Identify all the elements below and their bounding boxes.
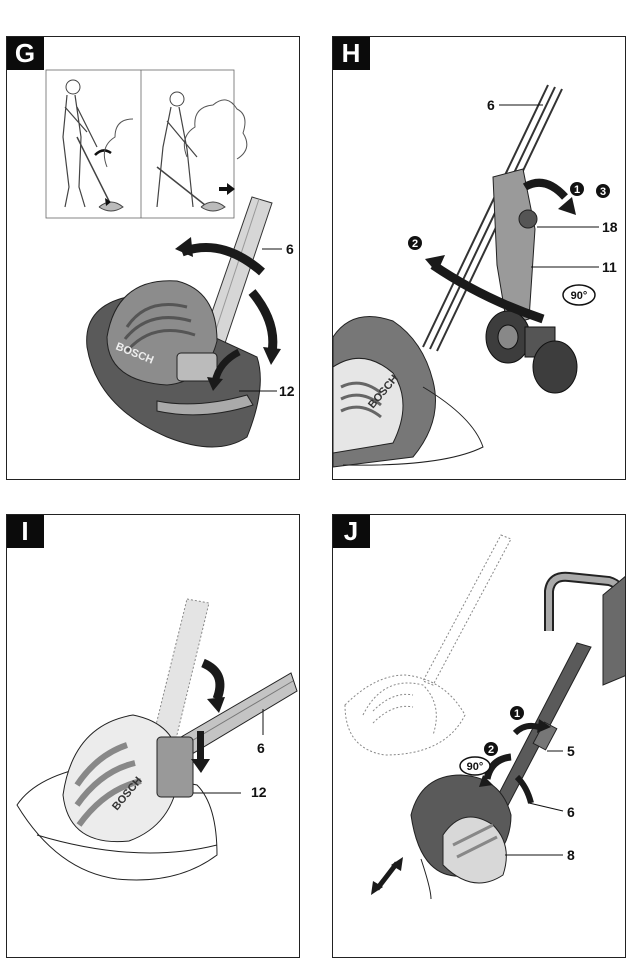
arrowhead-icon (207, 377, 223, 391)
illustration-h: BOSCH 1 3 2 90° 6 18 11 (333, 84, 618, 468)
rotate-arrow-icon (522, 178, 568, 200)
arrowhead-icon (425, 255, 445, 273)
arrowhead-icon (175, 237, 193, 257)
angle-badge (562, 284, 596, 306)
arrowhead-icon (207, 697, 225, 713)
arrowhead-icon (479, 775, 493, 787)
figure-panel-i: I BOSCH 6 12 (6, 514, 300, 958)
step-badge (510, 706, 524, 720)
arrowhead-icon (263, 347, 281, 365)
main-handle (544, 571, 625, 686)
illustration-i: BOSCH 6 12 (16, 598, 298, 881)
trimmer-housing (333, 316, 484, 468)
callout-label: 6 (286, 241, 294, 257)
step-number: 1 (514, 708, 520, 720)
trimmer-housing (16, 714, 218, 881)
figure-panel-h: H BOSCH (332, 36, 626, 480)
illustration-g: BOSCH 6 12 (45, 69, 295, 448)
panel-letter-j: J (333, 515, 370, 548)
step-badge (570, 182, 584, 196)
swing-arrow-icon (430, 261, 545, 324)
arrowhead-icon (558, 197, 576, 215)
slide-arrow-icon (375, 861, 399, 891)
step-number: 2 (412, 238, 418, 250)
press-arrow-icon (197, 731, 204, 761)
callout-label: 6 (257, 740, 265, 756)
step-number: 3 (600, 186, 606, 198)
leader-line (528, 802, 564, 812)
step-badge (484, 742, 498, 756)
auxiliary-handle (485, 168, 578, 394)
callout-label: 12 (279, 383, 295, 399)
angle-badge (459, 756, 491, 776)
arrowhead-icon (371, 857, 403, 895)
callout-label: 11 (602, 259, 617, 275)
callout-label: 18 (602, 219, 618, 235)
figure-panel-j: J (332, 514, 626, 958)
arrowhead-icon (537, 719, 551, 733)
rotate-arrow-icon (483, 753, 512, 780)
callout-label: 12 (251, 784, 267, 800)
panel-letter-i: I (7, 515, 44, 548)
shaft-tube (422, 84, 563, 352)
callout-label: 6 (567, 804, 575, 820)
panel-letter-g: G (7, 37, 44, 70)
swing-arrow-icon (201, 658, 225, 701)
ghost-trimmer-outline (344, 534, 512, 756)
callout-label: 6 (487, 97, 495, 113)
step-badge (596, 184, 610, 198)
step-number: 1 (574, 184, 580, 196)
figure-panel-g: G (6, 36, 300, 480)
angle-label: 90° (467, 761, 484, 773)
trimmer-head (410, 774, 512, 900)
rotate-arrow-icon (514, 774, 534, 804)
angle-label: 90° (571, 290, 588, 302)
ghost-shaft-outline (152, 598, 210, 744)
panel-letter-h: H (333, 37, 370, 70)
rotate-arrow-icon (512, 722, 540, 736)
callout-label: 5 (567, 743, 575, 759)
arrowhead-icon (191, 759, 210, 773)
callout-label: 8 (567, 847, 575, 863)
step-badge (408, 236, 422, 250)
illustration-j: 1 2 90° 5 6 8 (344, 534, 625, 900)
trimmer-housing (86, 280, 261, 448)
rotate-arrow-icon (248, 289, 278, 353)
inset-operator-sketch (45, 69, 248, 219)
step-number: 2 (488, 744, 494, 756)
